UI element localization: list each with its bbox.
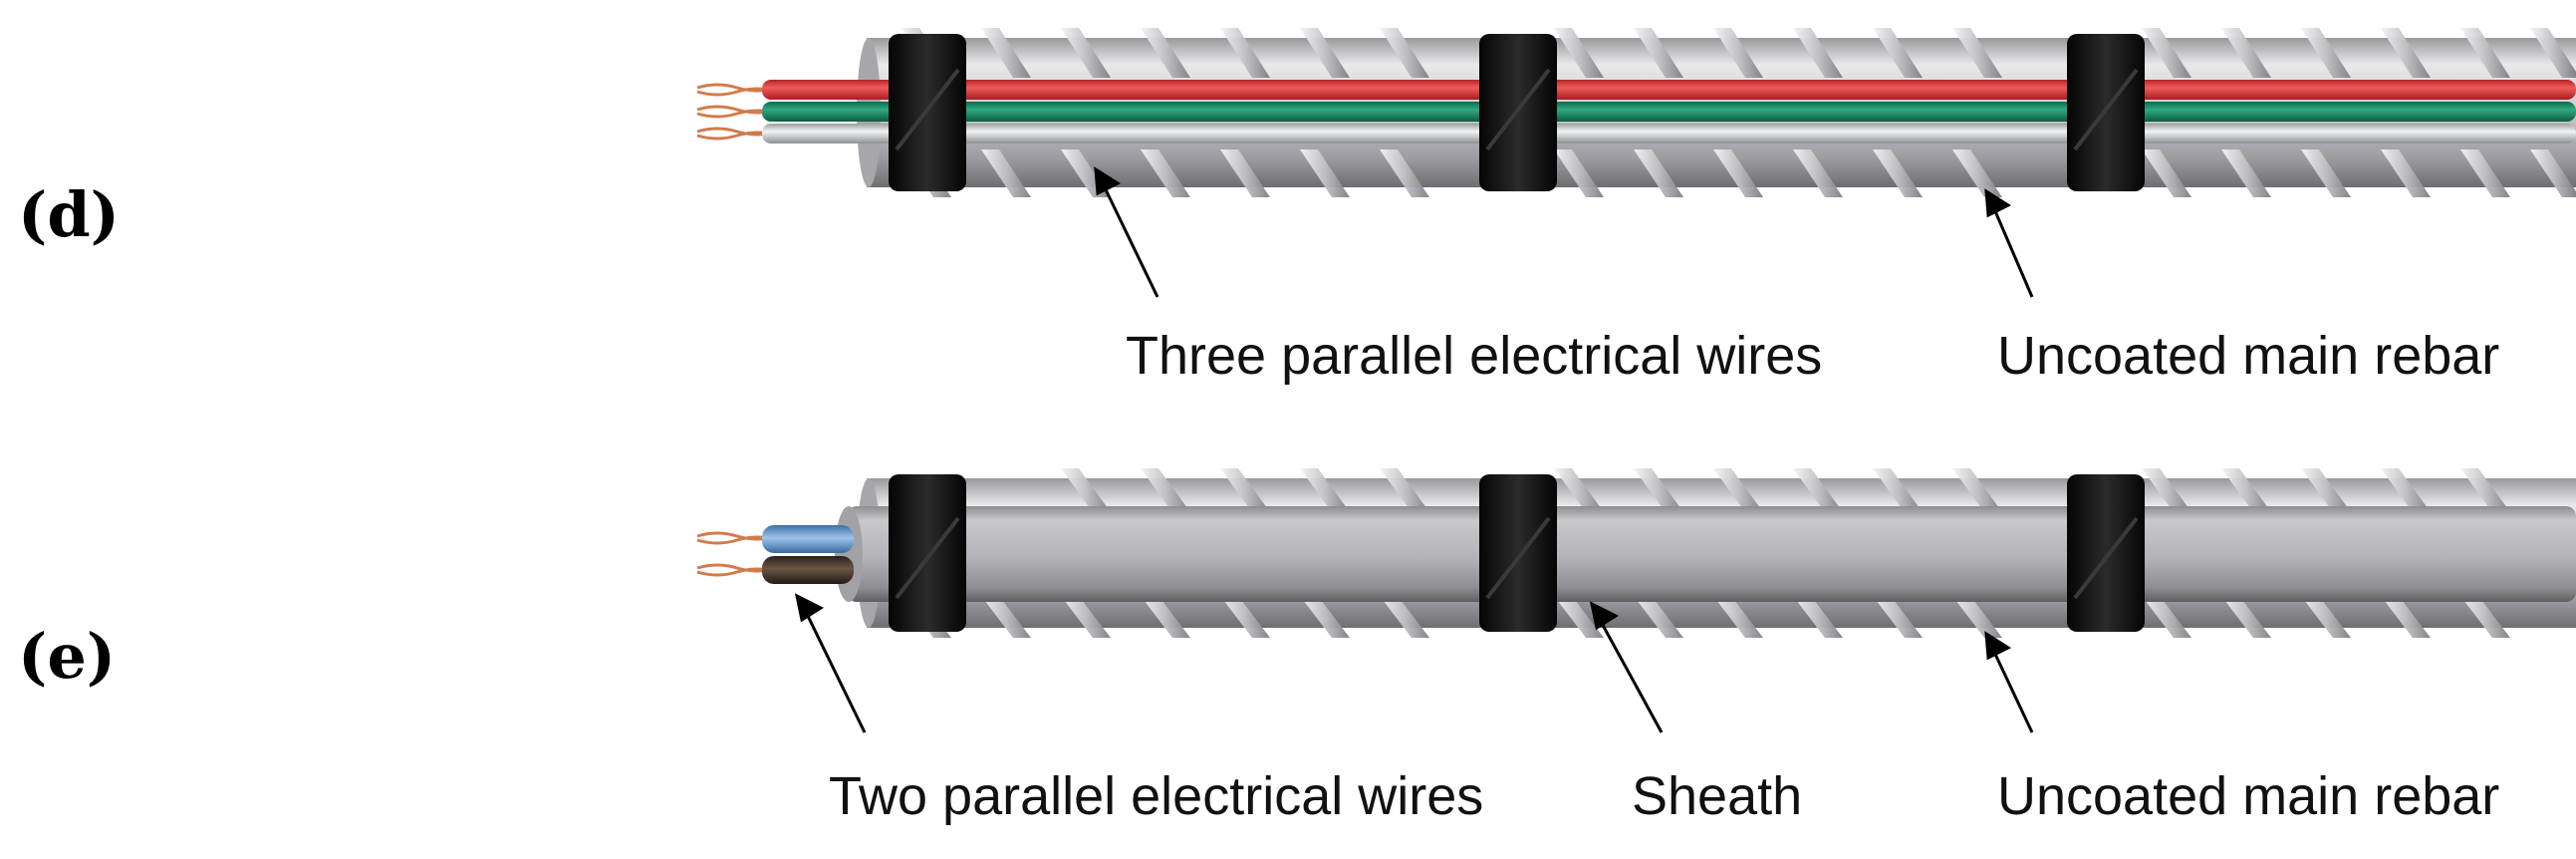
tie-bands-d (889, 34, 2145, 191)
label-two-wires: Two parallel electrical wires (829, 766, 1484, 826)
label-three-wires: Three parallel electrical wires (1126, 326, 1823, 386)
sheath-end (835, 506, 863, 602)
panel-label-d: (d) (18, 178, 121, 251)
wire-brown-e (762, 556, 854, 584)
sheath (847, 506, 2576, 602)
tie-band-e-1 (889, 474, 966, 632)
tie-band-e-3 (2067, 474, 2145, 632)
label-sheath: Sheath (1632, 766, 1803, 826)
tie-bands-e (889, 474, 2145, 632)
arrow-wires-d (1099, 178, 1159, 298)
panel-e (696, 468, 2576, 733)
label-rebar-d: Uncoated main rebar (1997, 326, 2500, 386)
wire-green-d (762, 102, 2576, 122)
tie-band-e-2 (1479, 474, 1557, 632)
arrow-rebar-e (1990, 647, 2034, 733)
panel-d (696, 28, 2576, 298)
wire-red-d (762, 80, 2576, 100)
wire-blue-e (762, 525, 854, 553)
arrows-e (794, 593, 2034, 733)
arrows-d (1094, 166, 2034, 298)
arrow-sheath-e (1597, 617, 1664, 733)
arrow-rebar-d (1990, 203, 2034, 298)
panel-label-e: (e) (18, 620, 117, 693)
wire-white-d (762, 124, 2576, 143)
arrow-wires-e (803, 609, 867, 733)
label-rebar-e: Uncoated main rebar (1997, 766, 2500, 826)
